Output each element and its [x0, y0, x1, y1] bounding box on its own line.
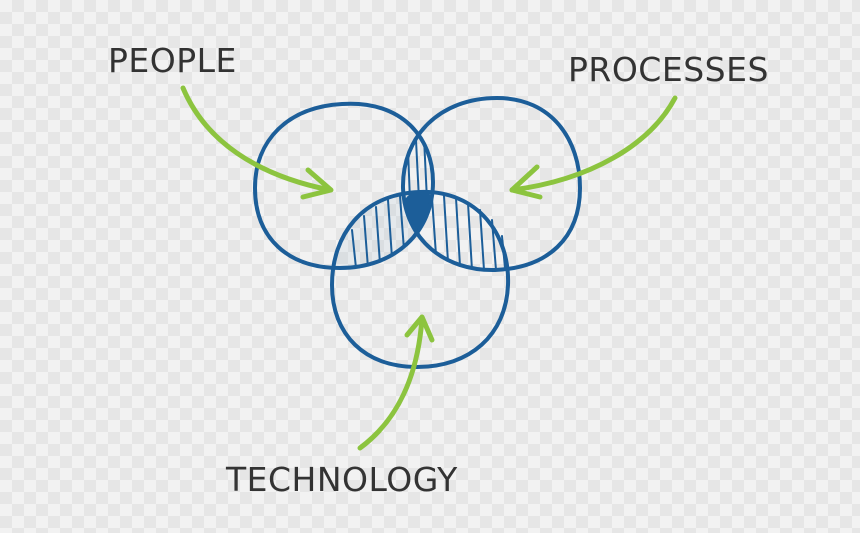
- label-technology: TECHNOLOGY: [225, 460, 458, 499]
- circle-people: [253, 101, 435, 270]
- arrow-technology: [357, 314, 435, 451]
- arrow-people: [180, 85, 334, 200]
- label-processes: PROCESSES: [568, 50, 769, 89]
- circle-processes: [400, 96, 582, 273]
- circle-technology: [330, 189, 511, 369]
- label-people: PEOPLE: [108, 41, 237, 80]
- arrow-processes: [509, 95, 678, 200]
